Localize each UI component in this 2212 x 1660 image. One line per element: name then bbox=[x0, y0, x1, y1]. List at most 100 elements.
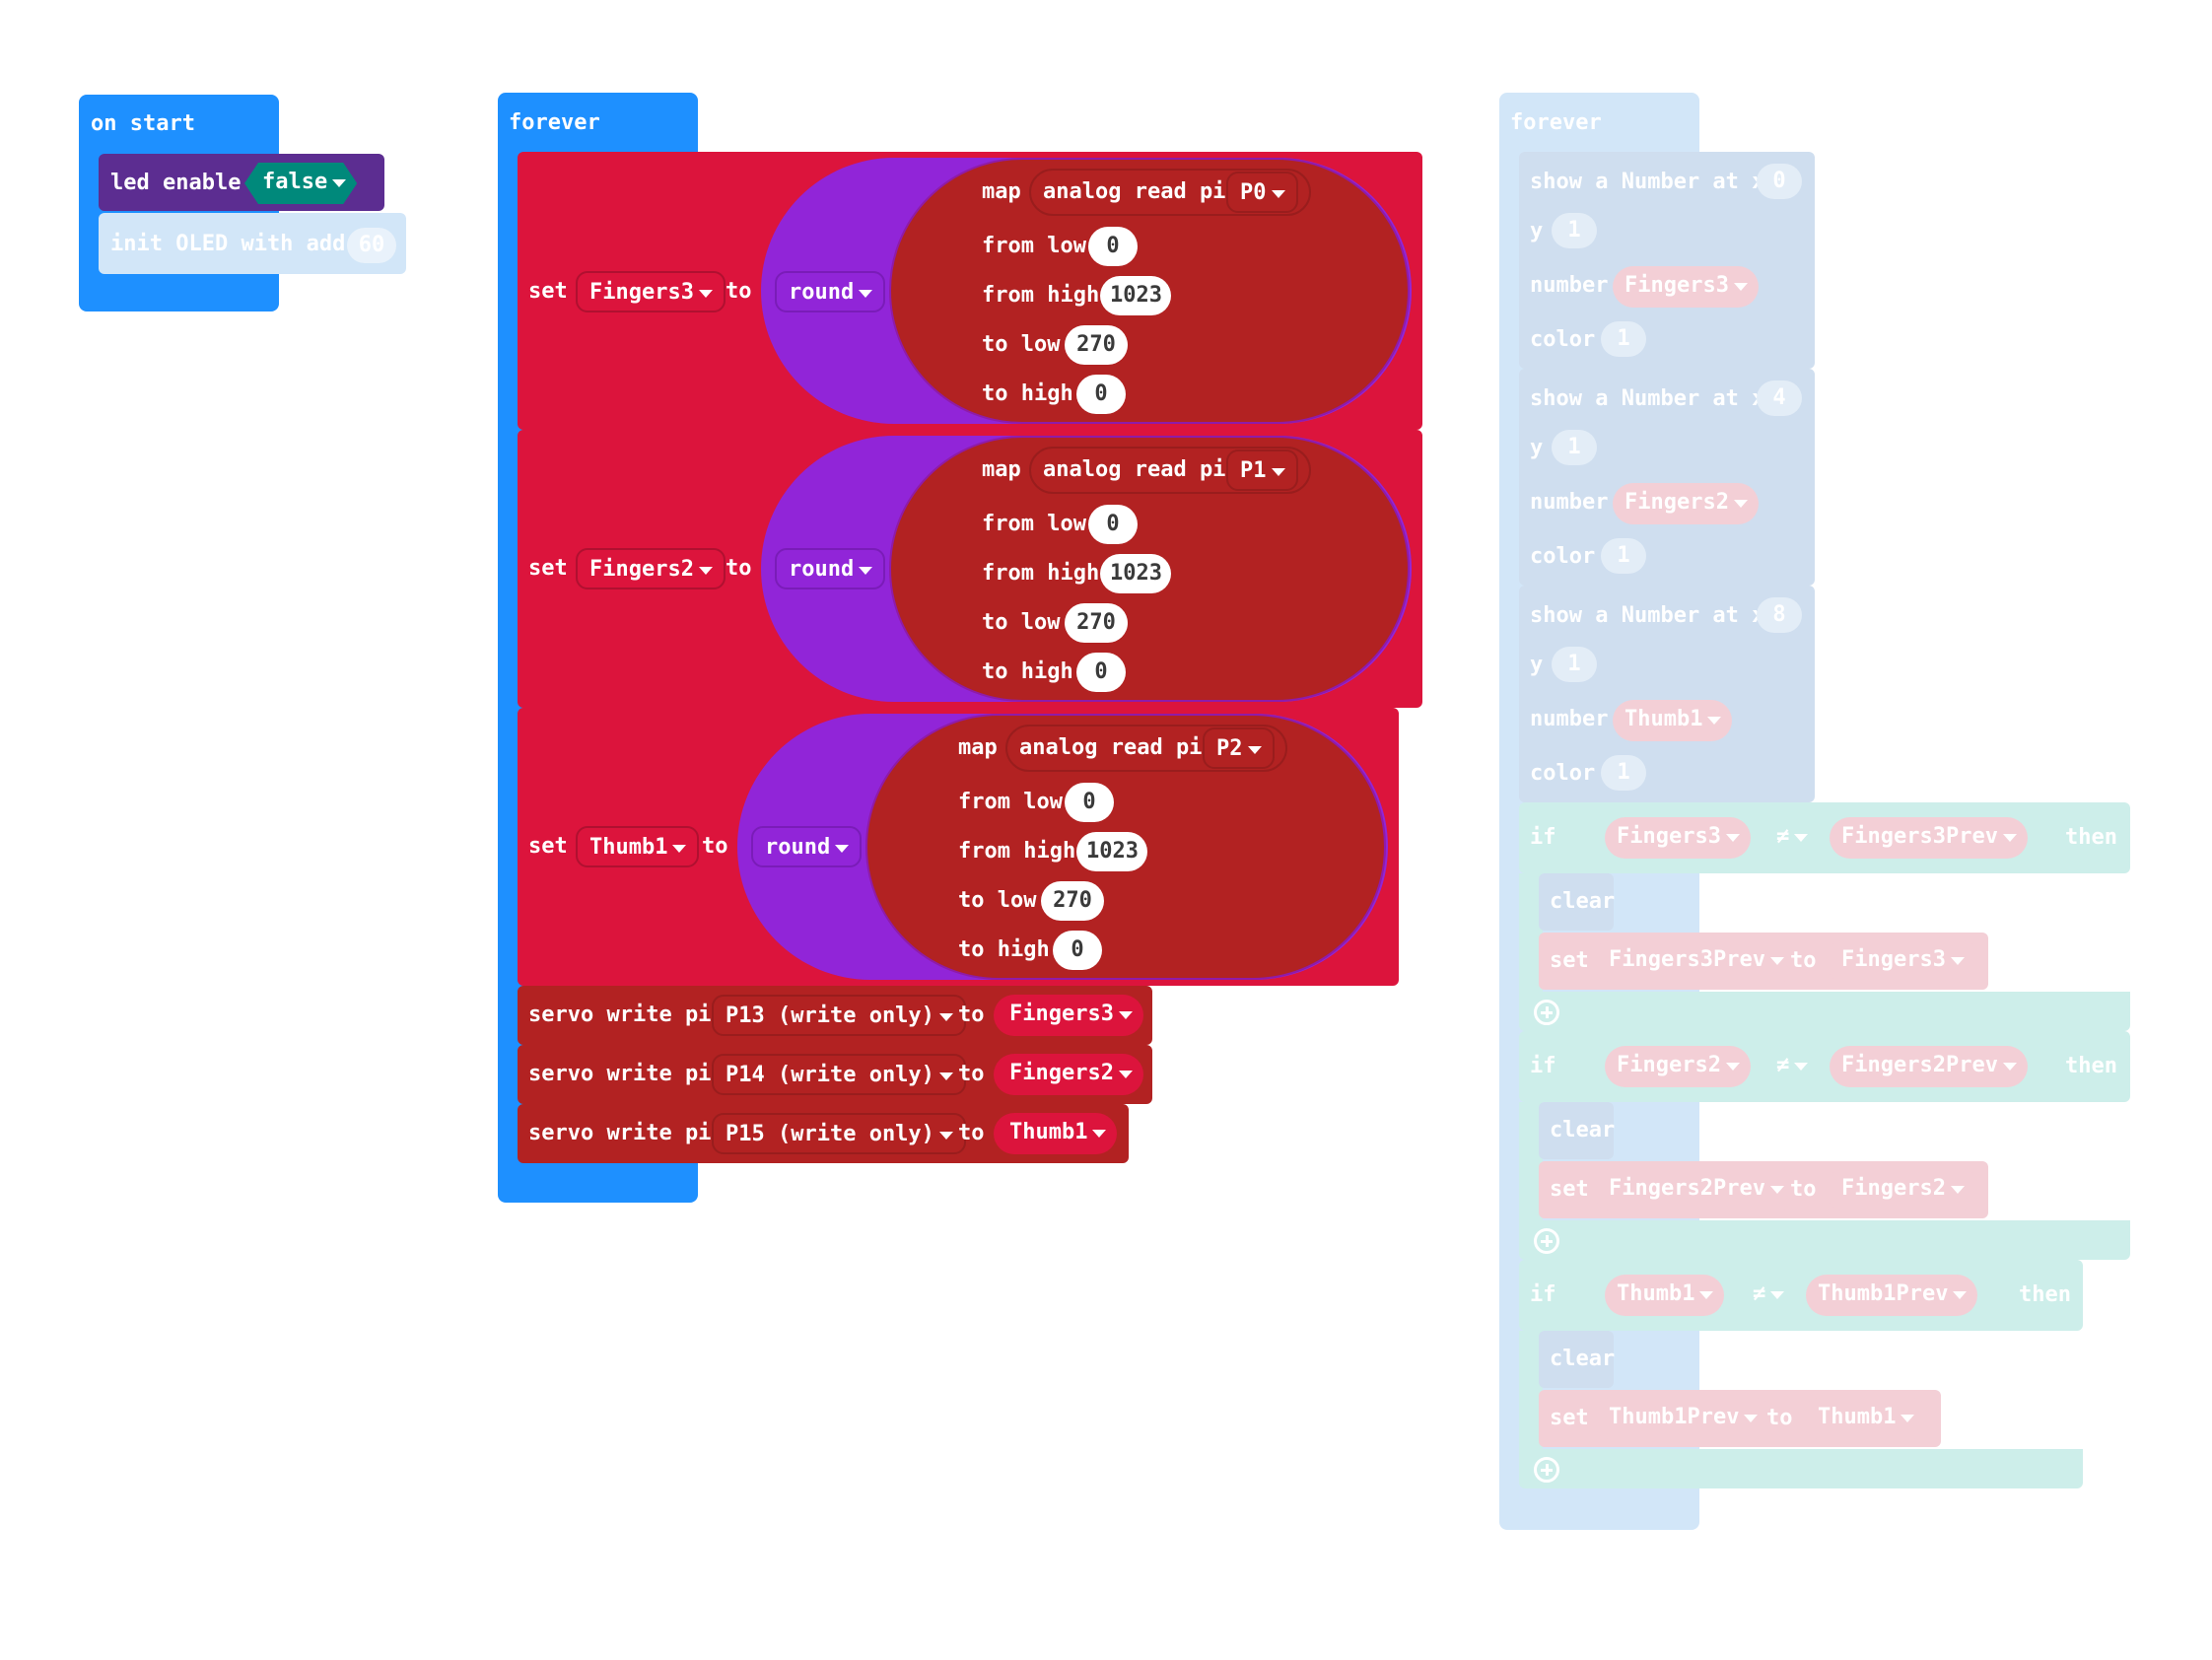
to-high-value[interactable]: 0 bbox=[1076, 375, 1126, 414]
to-label: to bbox=[702, 834, 728, 859]
if-left-dropdown[interactable]: Fingers3 bbox=[1605, 817, 1751, 859]
servo-pin-dropdown[interactable]: P14 (write only) bbox=[712, 1054, 966, 1095]
if-left-dropdown[interactable]: Thumb1 bbox=[1605, 1275, 1725, 1316]
set-var-dropdown[interactable]: Fingers3Prev bbox=[1597, 940, 1795, 982]
set-var-dropdown[interactable]: Thumb1 bbox=[576, 826, 700, 867]
set-var-dropdown[interactable]: Thumb1Prev bbox=[1597, 1398, 1769, 1439]
if-right-dropdown[interactable]: Thumb1Prev bbox=[1806, 1275, 1978, 1316]
servo-pin-dropdown[interactable]: P15 (write only) bbox=[712, 1113, 966, 1154]
set-label: set bbox=[528, 279, 568, 304]
to-high-value[interactable]: 0 bbox=[1053, 931, 1102, 970]
from-low-value[interactable]: 0 bbox=[1065, 783, 1114, 822]
to-label: to bbox=[726, 556, 752, 581]
to-label: to bbox=[1790, 948, 1817, 973]
x-value[interactable]: 4 bbox=[1757, 380, 1802, 416]
from-high-value[interactable]: 1023 bbox=[1100, 276, 1171, 315]
if-left-dropdown[interactable]: Fingers2 bbox=[1605, 1046, 1751, 1087]
servo-var-dropdown[interactable]: Fingers2 bbox=[994, 1054, 1143, 1095]
then-label: then bbox=[2019, 1282, 2071, 1307]
color-value[interactable]: 1 bbox=[1601, 538, 1646, 574]
set-var-dropdown[interactable]: Fingers3 bbox=[576, 271, 726, 312]
from-low-label: from low bbox=[958, 790, 1063, 814]
pin-dropdown[interactable]: P0 bbox=[1226, 172, 1298, 213]
map-label: map bbox=[982, 457, 1021, 482]
to-low-value[interactable]: 270 bbox=[1065, 603, 1128, 643]
set-var-dropdown[interactable]: Fingers2 bbox=[576, 548, 726, 589]
y-value[interactable]: 1 bbox=[1552, 647, 1597, 682]
y-label: y bbox=[1530, 219, 1544, 243]
color-label: color bbox=[1530, 327, 1596, 352]
add-else-icon[interactable] bbox=[1534, 1228, 1559, 1254]
if-block[interactable] bbox=[1519, 1260, 2083, 1331]
if-block-footer bbox=[1519, 1449, 2083, 1488]
number-var-dropdown[interactable]: Thumb1 bbox=[1613, 700, 1733, 741]
to-low-label: to low bbox=[958, 888, 1037, 913]
to-low-value[interactable]: 270 bbox=[1065, 325, 1128, 365]
clear-label: clear bbox=[1550, 1347, 1616, 1371]
x-value[interactable]: 0 bbox=[1757, 164, 1802, 199]
from-low-label: from low bbox=[982, 512, 1086, 536]
clear-label: clear bbox=[1550, 1118, 1616, 1142]
servo-var-dropdown[interactable]: Thumb1 bbox=[994, 1113, 1118, 1154]
servo-write-label: servo write pin bbox=[528, 1121, 725, 1145]
add-else-icon[interactable] bbox=[1534, 1000, 1559, 1025]
round-dropdown[interactable]: round bbox=[775, 548, 886, 589]
from-high-value[interactable]: 1023 bbox=[1100, 554, 1171, 593]
set-var-dropdown[interactable]: Fingers2Prev bbox=[1597, 1169, 1795, 1210]
if-operator-dropdown[interactable]: ≠ bbox=[1741, 1275, 1796, 1316]
number-var-dropdown[interactable]: Fingers2 bbox=[1613, 483, 1759, 524]
round-dropdown[interactable]: round bbox=[775, 271, 886, 312]
pin-dropdown[interactable]: P2 bbox=[1203, 727, 1275, 769]
if-label: if bbox=[1530, 1282, 1556, 1307]
set-label: set bbox=[1550, 1177, 1589, 1202]
color-value[interactable]: 1 bbox=[1601, 321, 1646, 357]
from-high-value[interactable]: 1023 bbox=[1076, 832, 1147, 871]
map-label: map bbox=[982, 179, 1021, 204]
from-high-label: from high bbox=[958, 839, 1076, 864]
color-value[interactable]: 1 bbox=[1601, 755, 1646, 791]
servo-var-dropdown[interactable]: Fingers3 bbox=[994, 995, 1143, 1036]
y-value[interactable]: 1 bbox=[1552, 213, 1597, 248]
to-label: to bbox=[1766, 1406, 1793, 1430]
led-enable-dropdown[interactable]: false bbox=[244, 163, 357, 204]
round-dropdown[interactable]: round bbox=[751, 826, 863, 867]
set-value-dropdown[interactable]: Thumb1 bbox=[1806, 1398, 1926, 1439]
y-label: y bbox=[1530, 653, 1544, 677]
if-operator-dropdown[interactable]: ≠ bbox=[1764, 817, 1820, 859]
analog-read-label: analog read pin bbox=[1019, 735, 1215, 760]
set-value-dropdown[interactable]: Fingers2 bbox=[1830, 1169, 1975, 1210]
if-right-dropdown[interactable]: Fingers3Prev bbox=[1830, 817, 2028, 859]
clear-block[interactable] bbox=[1539, 1102, 1614, 1159]
number-var-dropdown[interactable]: Fingers3 bbox=[1613, 266, 1759, 308]
from-low-label: from low bbox=[982, 234, 1086, 258]
pin-dropdown[interactable]: P1 bbox=[1226, 450, 1298, 491]
number-label: number bbox=[1530, 707, 1609, 731]
to-label: to bbox=[958, 1003, 985, 1027]
if-operator-dropdown[interactable]: ≠ bbox=[1764, 1046, 1820, 1087]
y-label: y bbox=[1530, 436, 1544, 460]
if-right-dropdown[interactable]: Fingers2Prev bbox=[1830, 1046, 2028, 1087]
set-value-dropdown[interactable]: Fingers3 bbox=[1830, 940, 1975, 982]
color-label: color bbox=[1530, 544, 1596, 569]
set-label: set bbox=[1550, 948, 1589, 973]
number-label: number bbox=[1530, 273, 1609, 298]
to-low-value[interactable]: 270 bbox=[1041, 881, 1104, 921]
add-else-icon[interactable] bbox=[1534, 1457, 1559, 1483]
from-high-label: from high bbox=[982, 561, 1100, 586]
if-label: if bbox=[1530, 1054, 1556, 1078]
from-low-value[interactable]: 0 bbox=[1088, 227, 1138, 266]
show-number-label: show a Number at x bbox=[1530, 170, 1765, 194]
init-oled-addr[interactable]: 60 bbox=[347, 228, 396, 263]
clear-block[interactable] bbox=[1539, 1331, 1614, 1388]
then-label: then bbox=[2065, 825, 2117, 850]
y-value[interactable]: 1 bbox=[1552, 430, 1597, 465]
x-value[interactable]: 8 bbox=[1757, 597, 1802, 633]
init-oled-label: init OLED with addr bbox=[110, 232, 359, 256]
from-low-value[interactable]: 0 bbox=[1088, 505, 1138, 544]
to-high-value[interactable]: 0 bbox=[1076, 653, 1126, 692]
servo-pin-dropdown[interactable]: P13 (write only) bbox=[712, 995, 966, 1036]
number-label: number bbox=[1530, 490, 1609, 515]
to-high-label: to high bbox=[982, 381, 1073, 406]
clear-block[interactable] bbox=[1539, 873, 1614, 931]
to-low-label: to low bbox=[982, 610, 1061, 635]
